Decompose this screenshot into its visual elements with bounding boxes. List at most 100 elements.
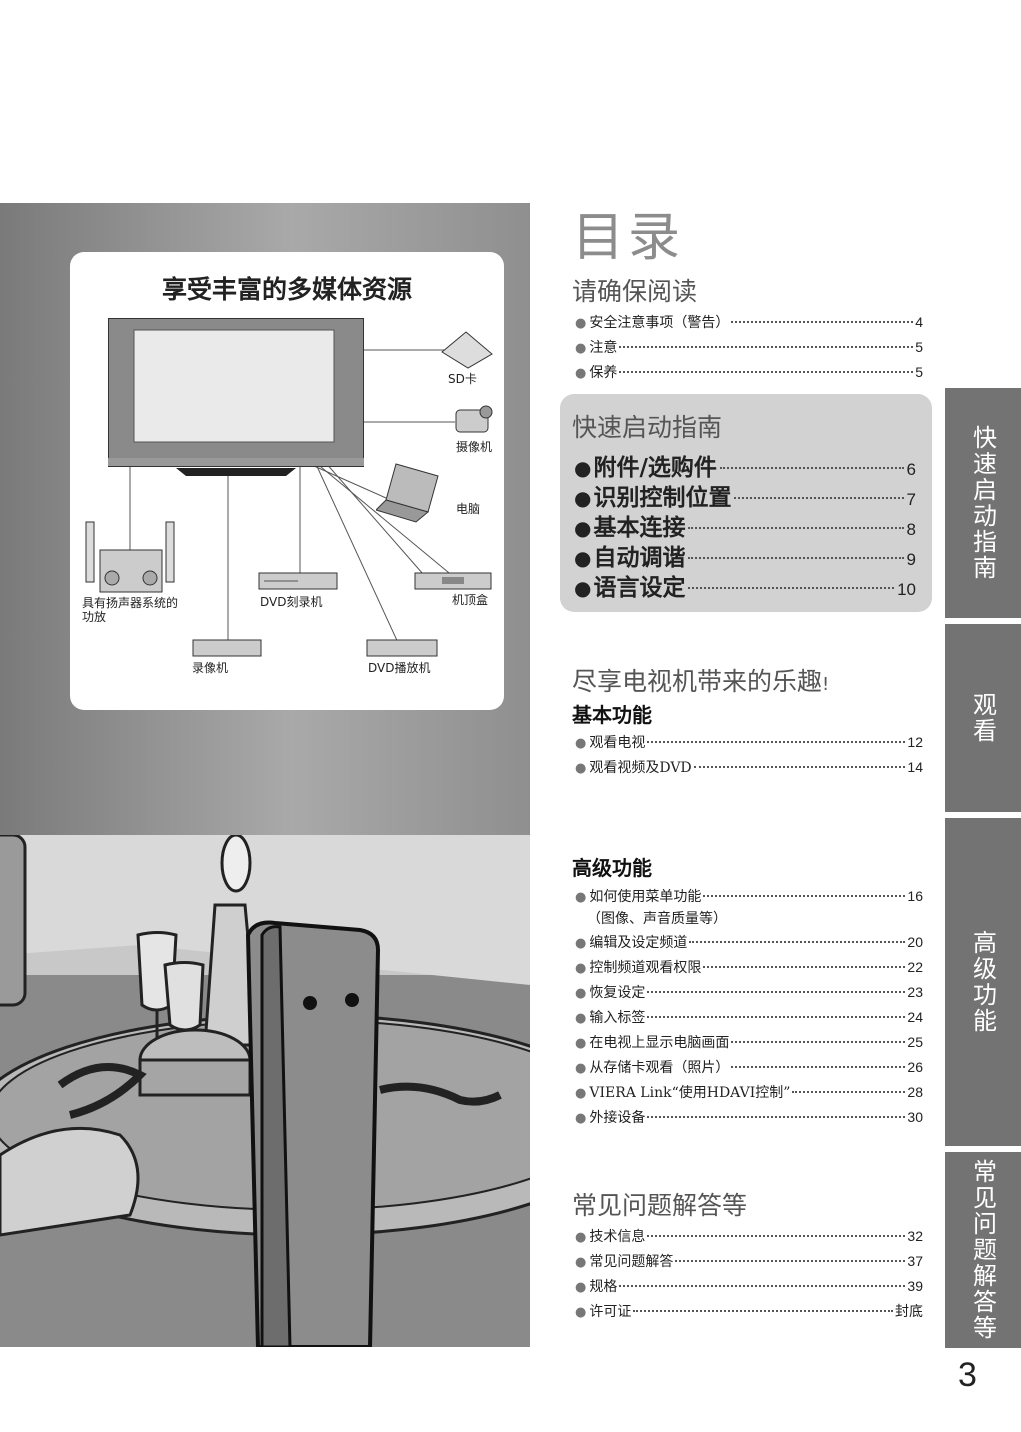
bullet-icon: ● bbox=[575, 341, 587, 356]
label-audio-system: 具有扬声器系统的功放 bbox=[82, 596, 179, 624]
side-tab-faq[interactable]: 常见问题解答等 bbox=[945, 1152, 1021, 1348]
side-tab-quick-start[interactable]: 快速启动指南 bbox=[945, 388, 1021, 618]
label-set-top-box: 机顶盒 bbox=[452, 593, 489, 607]
leader-dots bbox=[792, 1091, 906, 1093]
leader-dots bbox=[693, 766, 906, 768]
leader-dots bbox=[647, 741, 906, 743]
toc-entry-label: 许可证 bbox=[589, 1304, 632, 1320]
tv-icon bbox=[108, 318, 364, 476]
toc-entry-page: 23 bbox=[907, 984, 923, 1000]
bullet-icon: ● bbox=[574, 486, 592, 510]
leader-dots bbox=[689, 941, 906, 943]
leader-dots bbox=[619, 371, 914, 373]
toc-entry[interactable]: ●许可证封底 bbox=[575, 1301, 923, 1321]
toc-entry-label: 恢复设定 bbox=[589, 985, 646, 1001]
toc-entry-label: 注意 bbox=[589, 340, 618, 356]
leader-dots bbox=[647, 1235, 906, 1237]
multimedia-connection-diagram: 享受丰富的多媒体资源 bbox=[70, 252, 504, 710]
side-tab-label: 常见问题解答等 bbox=[968, 1159, 997, 1341]
toc-entry-page: 12 bbox=[907, 734, 923, 750]
side-tab-watch[interactable]: 观看 bbox=[945, 624, 1021, 812]
subheading-basic: 基本功能 bbox=[572, 703, 652, 727]
dvd-player-icon bbox=[366, 639, 438, 657]
bullet-icon: ● bbox=[575, 1086, 587, 1101]
leader-dots bbox=[619, 346, 914, 348]
toc-entry[interactable]: ●从存储卡观看（照片）26 bbox=[575, 1057, 923, 1077]
toc-entry-page: 20 bbox=[907, 934, 923, 950]
side-tab-label: 快速启动指南 bbox=[968, 425, 997, 581]
toc-entry-label: 观看电视 bbox=[589, 735, 646, 751]
toc-entry-page: 37 bbox=[907, 1253, 923, 1269]
section-heading-read-first: 请确保阅读 bbox=[572, 277, 698, 306]
bullet-icon: ● bbox=[575, 961, 587, 976]
toc-entry[interactable]: ●VIERA Link“使用HDAVI控制”28 bbox=[575, 1082, 923, 1102]
leader-dots bbox=[688, 557, 904, 559]
toc-entry-page: 封底 bbox=[895, 1303, 923, 1319]
quick-start-box bbox=[560, 394, 932, 612]
label-vcr: 录像机 bbox=[192, 661, 229, 675]
audio-system-icon bbox=[85, 521, 175, 593]
toc-entry-label: 规格 bbox=[589, 1279, 618, 1295]
enjoy-heading-mark: ! bbox=[822, 674, 830, 695]
toc-entry-label: 输入标签 bbox=[589, 1010, 646, 1026]
toc-entry-page: 26 bbox=[907, 1059, 923, 1075]
leader-dots bbox=[647, 1016, 906, 1018]
leader-dots bbox=[731, 321, 914, 323]
toc-entry-label: 从存储卡观看（照片） bbox=[589, 1060, 730, 1076]
section-heading-faq: 常见问题解答等 bbox=[572, 1191, 748, 1220]
enjoy-heading-text: 尽享电视机带来的乐趣 bbox=[572, 667, 823, 696]
label-sd-card: SD卡 bbox=[448, 372, 477, 386]
bullet-icon: ● bbox=[575, 366, 587, 381]
label-dvd-player: DVD播放机 bbox=[368, 661, 431, 675]
vcr-icon bbox=[192, 639, 262, 657]
toc-title: 目录 bbox=[572, 208, 685, 268]
toc-entry-page: 6 bbox=[906, 460, 916, 479]
leader-dots bbox=[633, 1310, 893, 1312]
side-tab-label: 高级功能 bbox=[968, 930, 997, 1034]
bullet-icon: ● bbox=[575, 1036, 587, 1051]
leader-dots bbox=[731, 1066, 906, 1068]
toc-entry-label: 语言设定 bbox=[593, 574, 686, 601]
side-tab-advanced[interactable]: 高级功能 bbox=[945, 818, 1021, 1146]
section-heading-enjoy: 尽享电视机带来的乐趣! bbox=[572, 662, 829, 698]
leader-dots bbox=[703, 895, 906, 897]
toc-entry-label: 外接设备 bbox=[589, 1110, 646, 1126]
bullet-icon: ● bbox=[575, 1230, 587, 1245]
section-heading-quick-start: 快速启动指南 bbox=[572, 413, 723, 442]
toc-entry-page: 9 bbox=[906, 550, 916, 569]
sd-card-icon bbox=[441, 331, 493, 369]
toc-entry-page: 32 bbox=[907, 1228, 923, 1244]
camcorder-icon bbox=[455, 405, 493, 433]
toc-entry-page: 7 bbox=[906, 490, 916, 509]
toc-entry-label: 编辑及设定频道 bbox=[589, 935, 688, 951]
toc-entry-page: 22 bbox=[907, 959, 923, 975]
leader-dots bbox=[675, 1260, 906, 1262]
connection-lines bbox=[129, 349, 461, 648]
toc-entry[interactable]: ●安全注意事项（警告）4 bbox=[575, 312, 923, 332]
diagram-title: 享受丰富的多媒体资源 bbox=[161, 275, 412, 304]
leader-dots bbox=[731, 1041, 906, 1043]
toc-entry-label: 保养 bbox=[589, 365, 618, 381]
menu-function-note: （图像、声音质量等） bbox=[587, 911, 727, 927]
